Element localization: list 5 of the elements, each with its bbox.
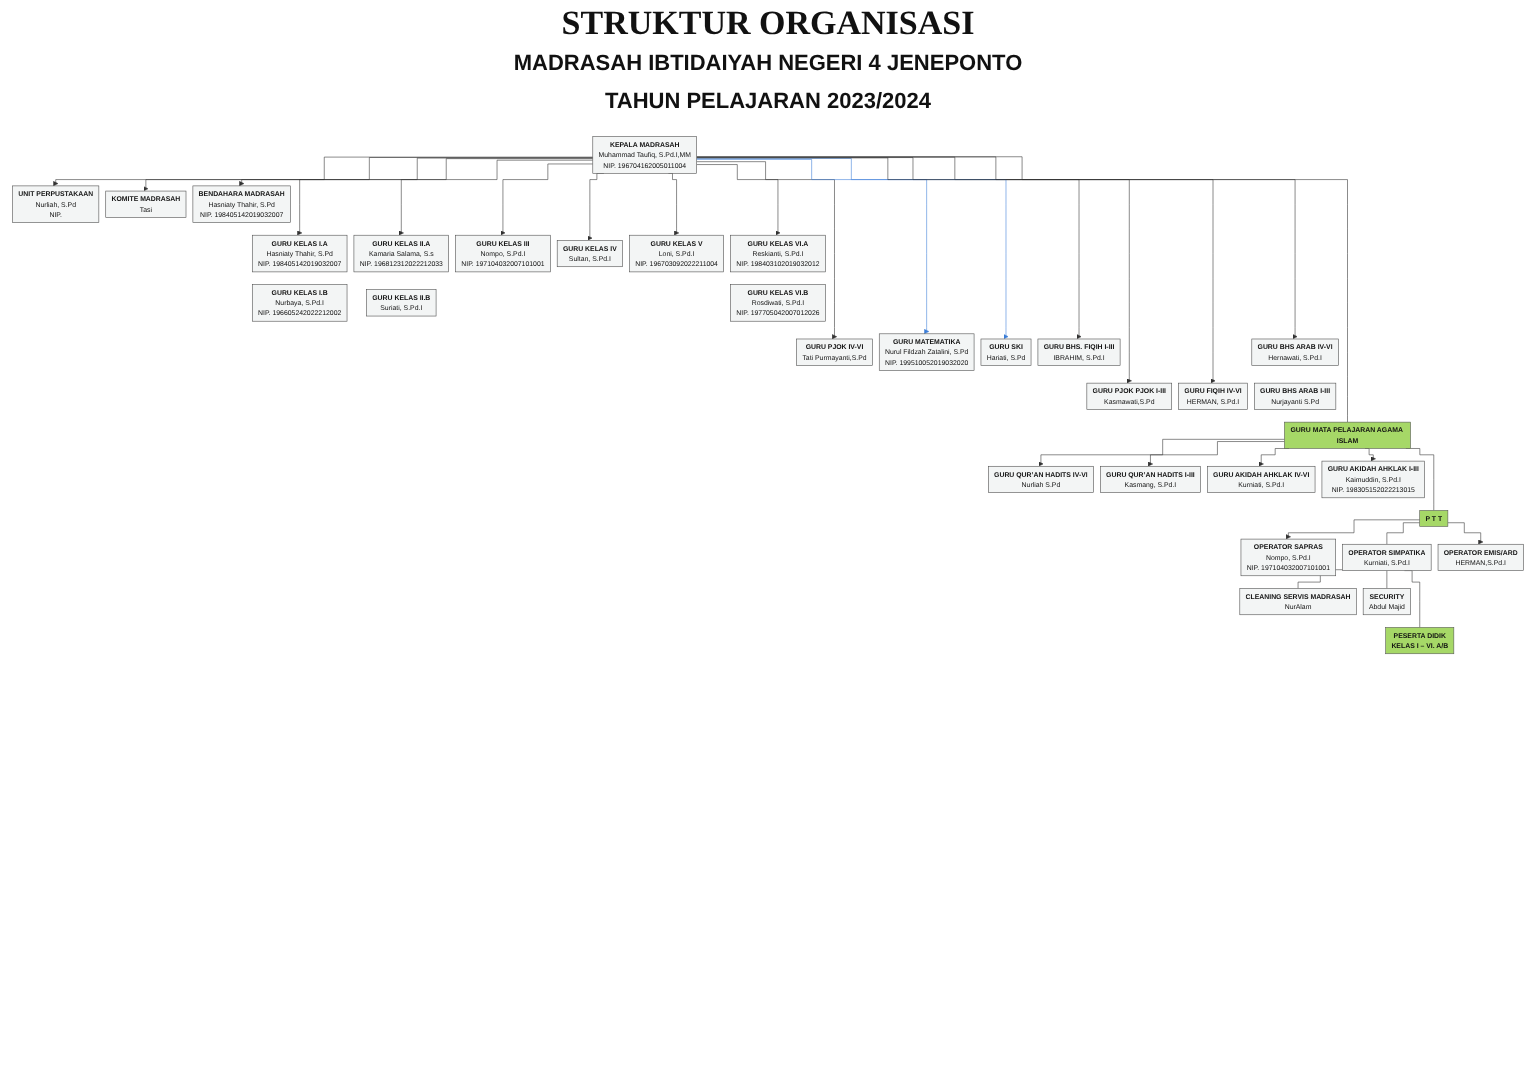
subtitle: TAHUN PELAJARAN 2023/2024	[604, 89, 932, 115]
connector	[1386, 522, 1420, 545]
connector	[1405, 448, 1435, 511]
title: STRUKTUR ORGANISASI	[561, 4, 975, 44]
subtitle: MADRASAH IBTIDAIYAH NEGERI 4 JENEPONTO	[513, 52, 1023, 79]
